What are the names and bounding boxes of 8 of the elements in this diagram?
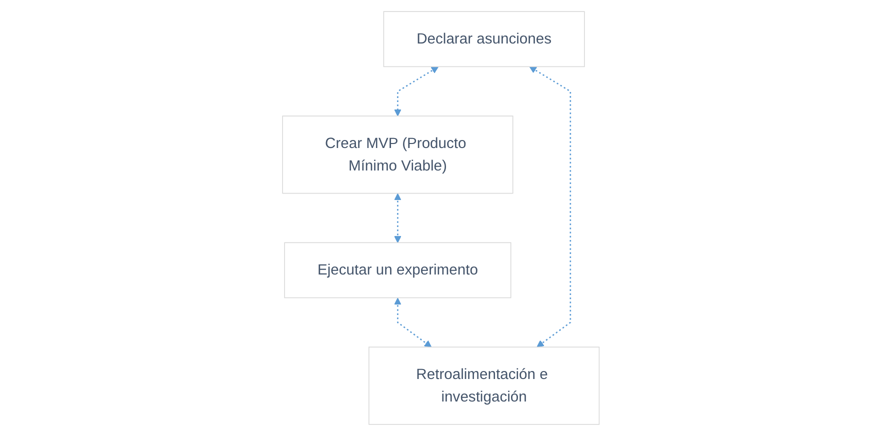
arrow [394, 66, 439, 116]
arrow [394, 193, 402, 243]
node-box: Ejecutar un experimento [284, 242, 512, 298]
arrow [529, 66, 572, 348]
node-box: Declarar asunciones [383, 11, 585, 68]
node-box: Crear MVP (Producto Mínimo Viable) [282, 116, 514, 194]
arrow [394, 298, 432, 348]
node-box: Retroalimentación e investigación [368, 346, 600, 425]
